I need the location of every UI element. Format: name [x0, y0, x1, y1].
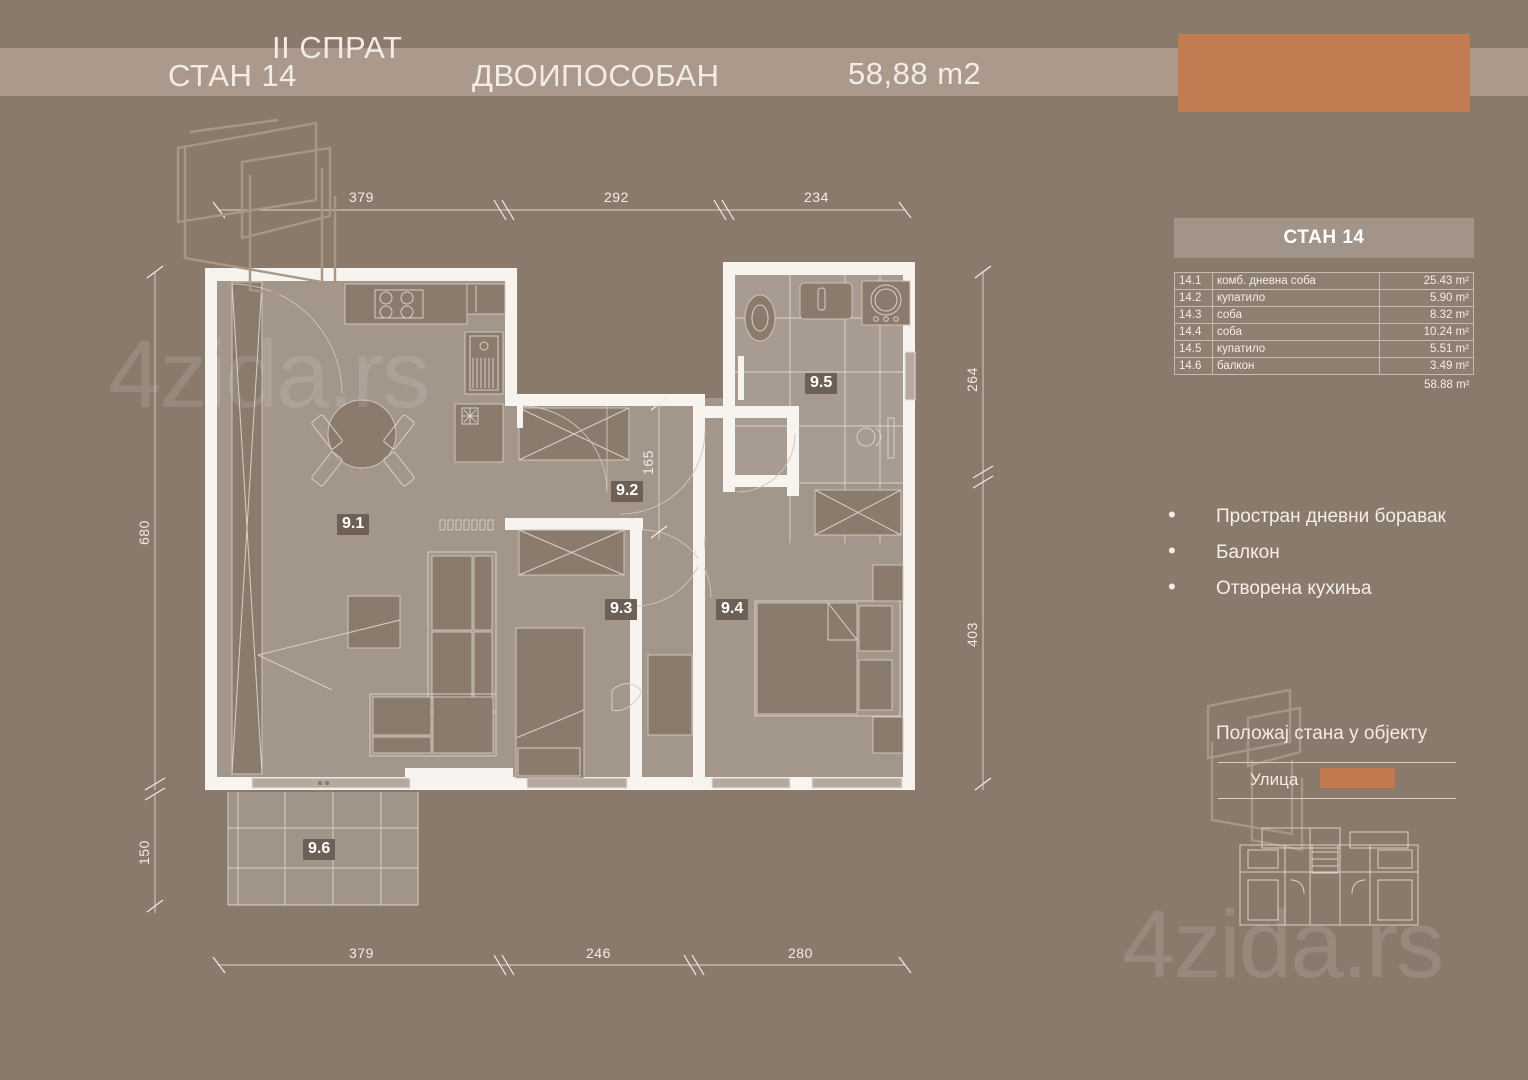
total-area-label: 58,88 m2 — [848, 56, 982, 91]
room-name: купатило — [1212, 289, 1380, 307]
room-tag: 9.3 — [605, 599, 638, 620]
room-id: 14.4 — [1174, 323, 1213, 341]
room-id: 14.5 — [1174, 340, 1213, 358]
room-id: 14.6 — [1174, 357, 1213, 375]
unit-position-highlight — [1320, 768, 1395, 788]
watermark: 4zida.rs — [108, 321, 430, 428]
apartment-type-label: ДВОИПОСОБАН — [472, 58, 720, 93]
dimension-top: 379 — [349, 189, 374, 205]
room-name: комб. дневна соба — [1212, 272, 1380, 290]
dimension-right: 403 — [964, 622, 980, 647]
floor-label: II СПРАТ — [272, 30, 403, 65]
room-area: 5.51 m² — [1379, 340, 1474, 358]
room-area: 25.43 m² — [1379, 272, 1474, 290]
room-name: соба — [1212, 323, 1380, 341]
total-area-value: 58.88 m² — [1424, 379, 1470, 391]
room-id: 14.2 — [1174, 289, 1213, 307]
room-area: 8.32 m² — [1379, 306, 1474, 324]
street-rule-bottom — [1218, 798, 1456, 799]
room-area: 10.24 m² — [1379, 323, 1474, 341]
dimension-top: 234 — [804, 189, 829, 205]
dimension-left: 680 — [136, 520, 152, 545]
unit-title-text: СТАН 14 — [1283, 227, 1365, 248]
accent-badge — [1178, 34, 1470, 112]
unit-label: СТАН 14 — [168, 58, 297, 93]
feature-item: Отворена кухиња — [1168, 573, 1446, 603]
dimension-inner: 165 — [640, 450, 656, 475]
street-rule-top — [1218, 762, 1456, 763]
room-area: 3.49 m² — [1379, 357, 1474, 375]
street-label: Улица — [1250, 770, 1299, 789]
dimension-bottom: 379 — [349, 945, 374, 961]
room-tag: 9.1 — [337, 514, 370, 535]
unit-title-box: СТАН 14 — [1174, 218, 1474, 258]
room-id: 14.1 — [1174, 272, 1213, 290]
watermark: 4zida.rs — [1122, 891, 1444, 998]
room-tag: 9.5 — [805, 373, 838, 394]
room-name: соба — [1212, 306, 1380, 324]
dimension-bottom: 246 — [586, 945, 611, 961]
dimension-right: 264 — [964, 367, 980, 392]
room-id: 14.3 — [1174, 306, 1213, 324]
header: II СПРАТ СТАН 14 ДВОИПОСОБАН 58,88 m2 — [0, 0, 1528, 120]
table-total-row: 58.88 m² — [1175, 375, 1474, 394]
position-title: Положај стана у објекту — [1216, 723, 1428, 744]
dimension-bottom: 280 — [788, 945, 813, 961]
position-in-building-block: Положај стана у објекту Улица — [1190, 690, 1490, 980]
room-tag: 9.2 — [611, 481, 644, 502]
dimension-left: 150 — [136, 840, 152, 865]
room-tag: 9.4 — [716, 599, 749, 620]
dimension-top: 292 — [604, 189, 629, 205]
room-name: балкон — [1212, 357, 1380, 375]
feature-item: Балкон — [1168, 537, 1446, 567]
features-list: Простран дневни боравакБалконОтворена ку… — [1168, 501, 1446, 611]
room-area: 5.90 m² — [1379, 289, 1474, 307]
room-name: купатило — [1212, 340, 1380, 358]
feature-item: Простран дневни боравак — [1168, 501, 1446, 531]
room-tag: 9.6 — [303, 839, 336, 860]
